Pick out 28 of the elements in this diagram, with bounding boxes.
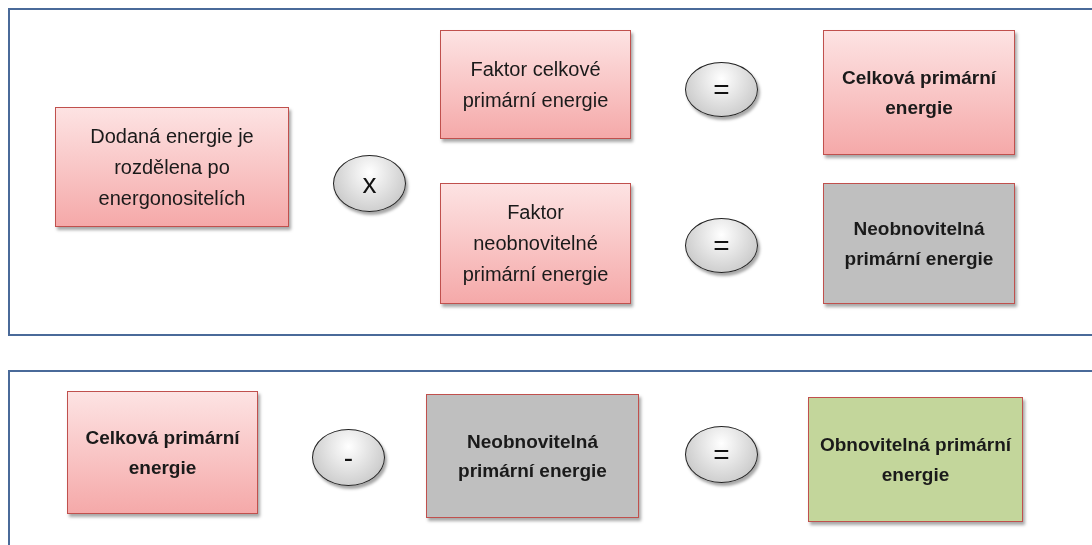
operator-oval: [685, 426, 758, 483]
panel-frame: [8, 370, 1092, 545]
energy-box: [823, 183, 1015, 304]
energy-box: [67, 391, 258, 514]
energy-box: [55, 107, 289, 227]
box-label: Dodaná energie je rozdělena po energonositelích: [89, 123, 255, 211]
operator-symbol: x: [362, 169, 377, 198]
energy-box: [823, 30, 1015, 155]
operator-oval: [333, 155, 406, 212]
box-label: Celková primární energie: [840, 66, 998, 120]
energy-box: [426, 394, 639, 518]
energy-box: [440, 30, 631, 139]
box-label: Faktor celkové primární energie: [461, 56, 610, 113]
box-label: Neobnovitelná primární energie: [457, 429, 608, 483]
operator-oval: [312, 429, 385, 486]
operator-oval: [685, 62, 758, 117]
operator-symbol: -: [343, 443, 354, 472]
panel-frame: [8, 8, 1092, 336]
energy-box: [808, 397, 1023, 522]
energy-box: [440, 183, 631, 304]
box-label: Faktor neobnovitelné primární energie: [461, 200, 610, 287]
box-label: Neobnovitelná primární energie: [843, 217, 995, 271]
operator-oval: [685, 218, 758, 273]
box-label: Celková primární energie: [84, 426, 241, 480]
operator-symbol: =: [713, 440, 730, 469]
operator-symbol: =: [713, 75, 730, 104]
box-label: Obnovitelná primární energie: [818, 433, 1013, 487]
operator-symbol: =: [713, 231, 730, 260]
